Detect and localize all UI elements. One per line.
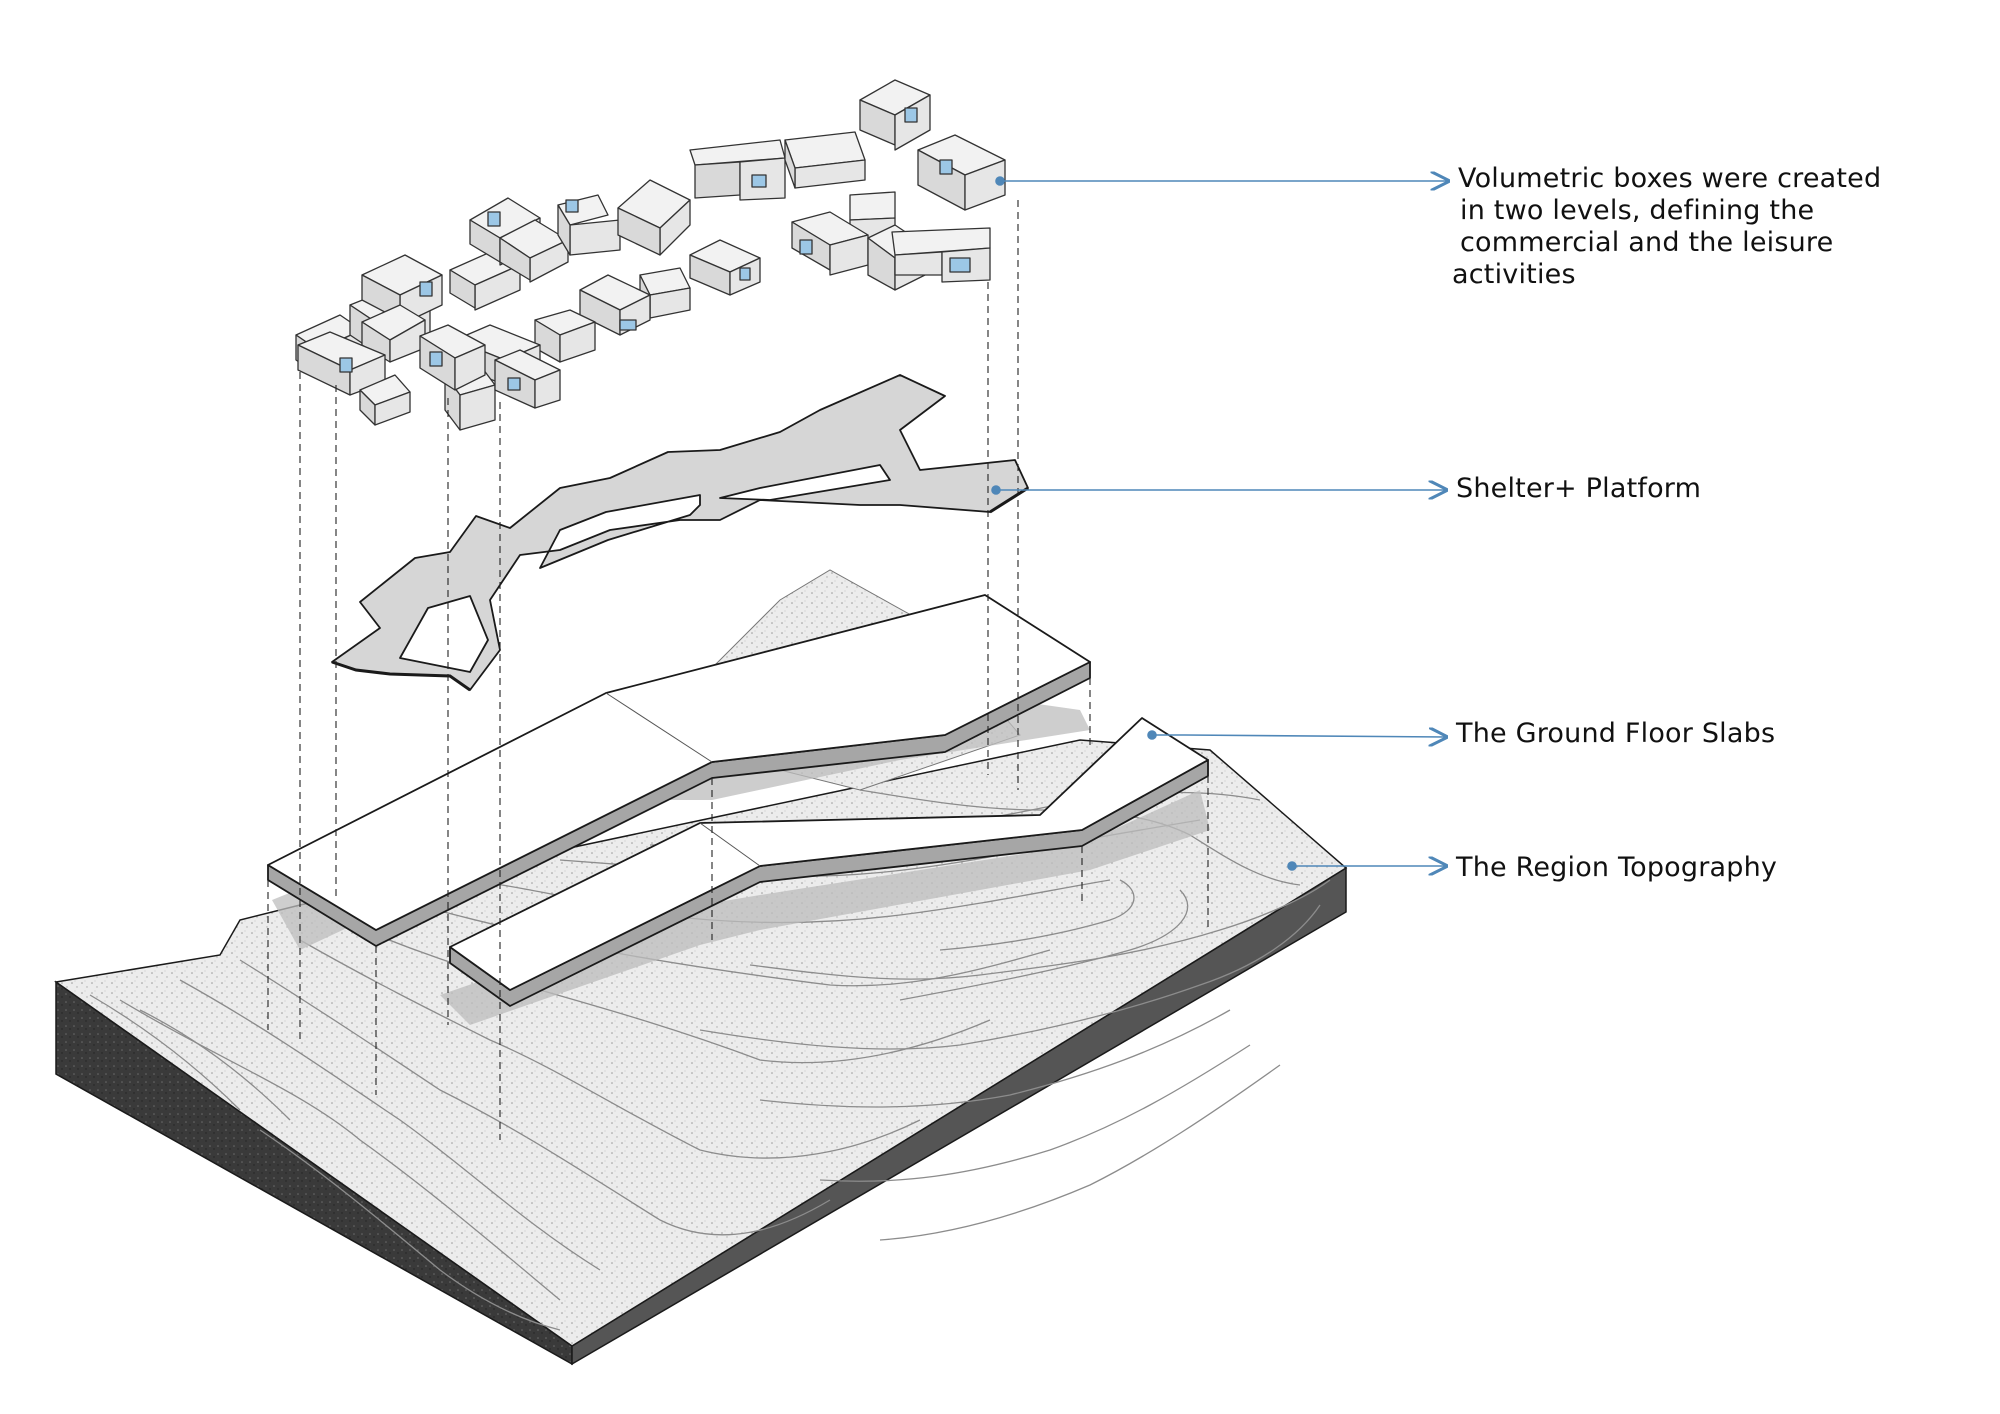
projection-lines (267, 200, 1209, 1140)
box-12 (917, 134, 1006, 211)
box-26 (359, 374, 411, 426)
box-20 (534, 309, 596, 363)
box-8 (617, 179, 691, 256)
label-volumetric-boxes-line-4: activities (1452, 259, 1576, 290)
box-9 (689, 139, 786, 201)
leader-lines (991, 177, 1448, 870)
platform-edge (331, 660, 471, 692)
label-ground-floor-slabs: The Ground Floor Slabs (1456, 718, 1775, 750)
box-14 (791, 211, 869, 276)
label-volumetric-boxes-line-2: in two levels, defining the (1460, 195, 1815, 226)
label-ground-floor-slabs-text: The Ground Floor Slabs (1456, 718, 1776, 749)
label-shelter-platform-text: Shelter+ Platform (1456, 473, 1702, 504)
box-27 (419, 324, 486, 391)
box-7 (557, 194, 621, 256)
box-17 (689, 239, 761, 296)
platform-shape (331, 374, 1029, 691)
label-volumetric-boxes-line-3: commercial and the leisure (1460, 227, 1834, 258)
label-region-topography: The Region Topography (1456, 852, 1777, 884)
shelter-platform (331, 374, 1029, 692)
box-19 (579, 274, 651, 336)
label-shelter-platform: Shelter+ Platform (1456, 473, 1701, 505)
box-23 (494, 349, 561, 409)
label-volumetric-boxes-line-1: Volumetric boxes were created (1458, 163, 1882, 194)
box-25 (297, 331, 386, 396)
box-10 (784, 131, 866, 189)
label-region-topography-text: The Region Topography (1456, 852, 1778, 883)
box-11 (859, 79, 931, 151)
label-volumetric-boxes: Volumetric boxes were created in two lev… (1452, 163, 1882, 291)
leader-line-slabs (1152, 735, 1446, 737)
box-6 (499, 219, 569, 283)
slab-shadows (272, 700, 1210, 1025)
front-slab-top (449, 717, 1209, 991)
box-16 (891, 227, 991, 283)
volumetric-boxes (295, 79, 1006, 431)
